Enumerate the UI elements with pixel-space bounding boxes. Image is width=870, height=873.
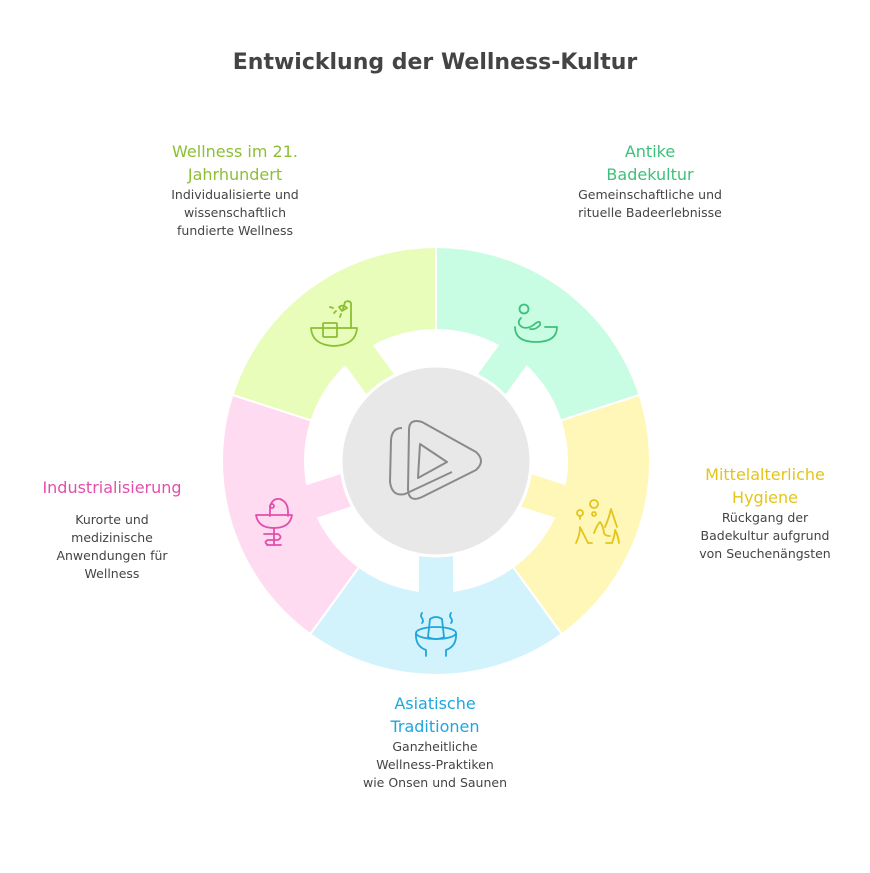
segment-band xyxy=(308,565,564,676)
segment-title-line: Mittelalterliche xyxy=(705,465,825,484)
segment-description-line: wie Onsen und Saunen xyxy=(362,775,508,790)
segment-connector xyxy=(519,473,570,519)
segment-description-line: Gemeinschaftliche und xyxy=(578,187,722,202)
hot-spring-icon xyxy=(415,612,457,657)
shower-bath-icon xyxy=(310,300,358,347)
segment-description-line: Wellness xyxy=(84,566,140,581)
segment-band xyxy=(435,245,641,422)
segment-description: Individualisierte und wissenschaftlich fun… xyxy=(130,186,340,240)
segment-title: Wellness im 21. Jahrhundert xyxy=(130,140,340,186)
segment-description-line: rituelle Badeerlebnisse xyxy=(578,205,722,220)
segment-label-wellness21: Wellness im 21. Jahrhundert Individualisi… xyxy=(130,140,340,240)
segment-label-industrialisierung: Industrialisierung Kurorte und medizinisc… xyxy=(12,476,212,583)
segment-description-line: Badekultur aufgrund xyxy=(700,528,830,543)
segment-title-line: Jahrhundert xyxy=(187,165,283,184)
people-fear-icon xyxy=(575,499,620,544)
center-hub xyxy=(339,364,533,558)
segment-title-line: Wellness im 21. xyxy=(172,142,298,161)
segment-title-line: Industrialisierung xyxy=(42,478,182,497)
segment-description-line: Rückgang der xyxy=(721,510,809,525)
segment-connector xyxy=(419,554,453,596)
segment-description-line: Ganzheitliche xyxy=(392,739,478,754)
segment-title-line: Hygiene xyxy=(732,488,798,507)
segment-title-line: Asiatische xyxy=(394,694,476,713)
segment-band xyxy=(511,393,651,636)
medical-fountain-icon xyxy=(255,498,293,546)
segment-title: Industrialisierung xyxy=(12,476,212,499)
segment-description-line: Individualisierte und xyxy=(171,187,299,202)
segment-asiatische xyxy=(308,554,564,676)
segment-description-line: medizinische xyxy=(71,530,153,545)
segment-description-line: von Seuchenängsten xyxy=(699,546,831,561)
segment-description-line: wissenschaftlich xyxy=(183,205,287,220)
segment-title-line: Badekultur xyxy=(606,165,694,184)
diagram-title: Entwicklung der Wellness-Kultur xyxy=(232,50,638,75)
segment-description-line: Kurorte und xyxy=(75,512,149,527)
segment-description: Gemeinschaftliche und rituelle Badeerlebn… xyxy=(540,186,760,222)
segment-connector xyxy=(302,473,353,519)
layered-play-icon xyxy=(389,420,482,500)
segment-description-line: Wellness-Praktiken xyxy=(376,757,494,772)
segment-title-line: Antike xyxy=(624,142,676,161)
segment-description-line: Anwendungen für xyxy=(56,548,168,563)
segment-band xyxy=(231,245,437,422)
segment-mittelalter xyxy=(511,393,651,636)
person-bathing-icon xyxy=(514,303,558,343)
segment-title-line: Traditionen xyxy=(390,717,480,736)
segment-description-line: fundierte Wellness xyxy=(177,223,293,238)
